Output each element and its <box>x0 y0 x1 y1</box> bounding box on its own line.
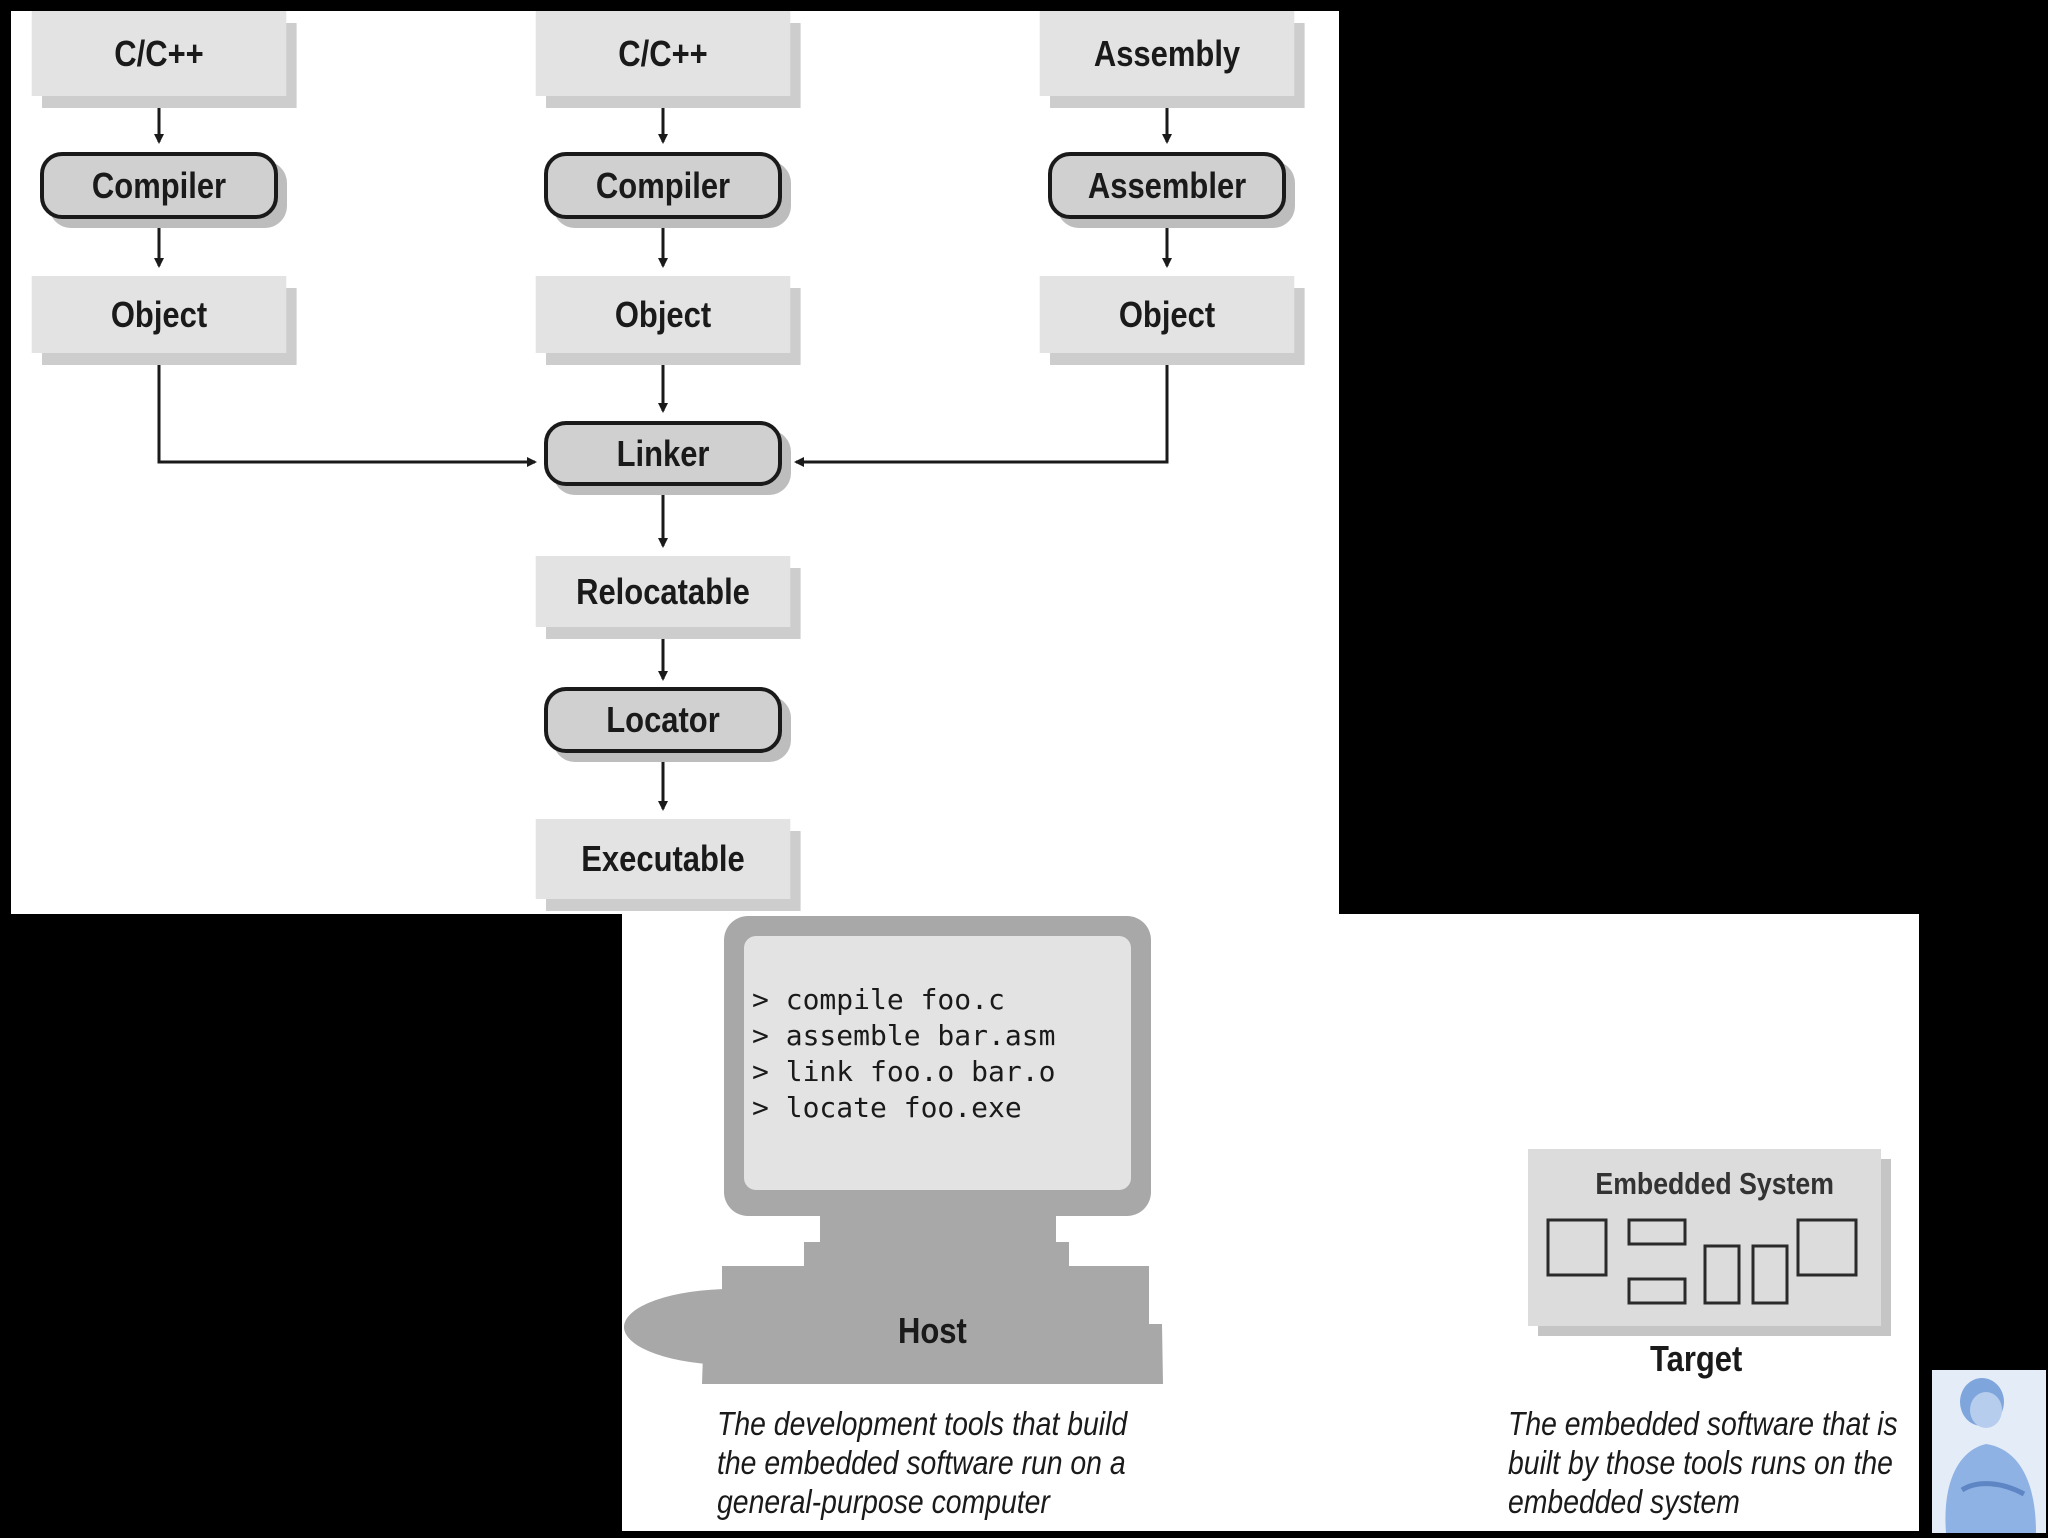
executable-box: Executable <box>535 819 791 899</box>
assembly-source-box: Assembly <box>1039 11 1295 96</box>
flow-arrows <box>154 96 1172 811</box>
object-label-1: Object <box>110 293 208 335</box>
relocatable-box: Relocatable <box>535 556 791 627</box>
target-caption-line-2: built by those tools runs on the <box>1508 1444 1893 1481</box>
compiler-box-2: Compiler <box>544 152 782 219</box>
locator-box: Locator <box>544 687 782 753</box>
object-box-2: Object <box>535 276 791 353</box>
locator-label: Locator <box>606 699 720 740</box>
host-caption-line-2: the embedded software run on a <box>717 1444 1126 1481</box>
c-source-label-1: C/C++ <box>114 32 204 74</box>
arrow-c1-object-linker <box>157 353 537 467</box>
terminal-line-2: > assemble bar.asm <box>752 1019 1056 1052</box>
linker-box: Linker <box>544 421 782 486</box>
target-caption-line-1: The embedded software that is <box>1508 1405 1898 1442</box>
embedded-board-icon <box>1528 1149 1891 1336</box>
object-label-2: Object <box>614 293 712 335</box>
terminal-line-1: > compile foo.c <box>752 983 1005 1016</box>
target-label: Target <box>1650 1338 1743 1379</box>
host-caption-line-1: The development tools that build <box>717 1405 1128 1442</box>
computer-icon <box>624 916 1163 1384</box>
c-source-label-2: C/C++ <box>618 32 708 74</box>
assembler-box: Assembler <box>1048 152 1286 219</box>
toolchain-flow-panel: C/C++ Compiler Object C/C++ Compiler Obj… <box>11 11 1339 914</box>
c-source-box-2: C/C++ <box>535 11 791 96</box>
object-label-3: Object <box>1118 293 1216 335</box>
host-label: Host <box>898 1310 967 1351</box>
compiler-box-1: Compiler <box>40 152 278 219</box>
relocatable-label: Relocatable <box>576 570 750 612</box>
arrow-c3-object-linker <box>794 353 1169 467</box>
terminal-line-4: > locate foo.exe <box>752 1091 1022 1124</box>
person-icon <box>1932 1370 2046 1533</box>
compiler-label-1: Compiler <box>91 164 227 206</box>
target-caption-line-3: embedded system <box>1508 1483 1740 1520</box>
host-target-panel: > compile foo.c > assemble bar.asm > lin… <box>622 914 1919 1531</box>
executable-label: Executable <box>581 838 745 879</box>
assembler-label: Assembler <box>1087 164 1247 206</box>
compiler-label-2: Compiler <box>595 164 731 206</box>
c-source-box-1: C/C++ <box>31 11 287 96</box>
host-caption-line-3: general-purpose computer <box>717 1483 1050 1520</box>
assembly-label: Assembly <box>1093 32 1241 74</box>
object-box-3: Object <box>1039 276 1295 353</box>
terminal-line-3: > link foo.o bar.o <box>752 1055 1056 1088</box>
embedded-system-title: Embedded System <box>1595 1166 1834 1201</box>
linker-label: Linker <box>616 432 710 474</box>
presenter-thumbnail <box>1932 1370 2046 1533</box>
object-box-1: Object <box>31 276 287 353</box>
